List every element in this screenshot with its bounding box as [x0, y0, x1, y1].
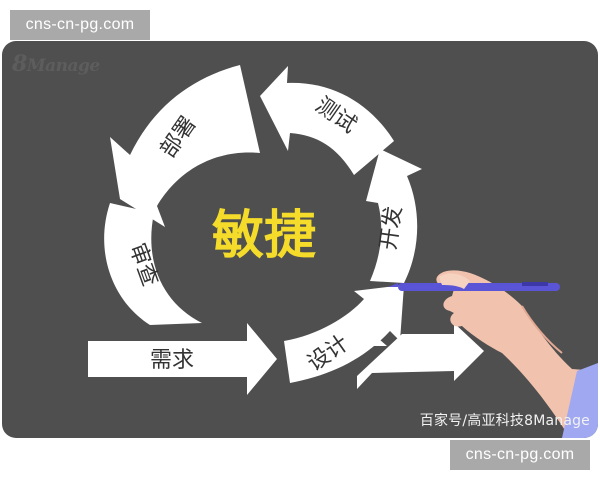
- deploy-arrow: 部署: [110, 65, 260, 227]
- output-arrow: [357, 323, 484, 389]
- requirements-arrow: 需求: [88, 323, 277, 395]
- 8manage-logo: 8Manage: [12, 51, 100, 77]
- develop-label: 开发: [376, 205, 407, 252]
- agile-center-label: 敏捷: [212, 206, 316, 266]
- agile-cycle-panel: 8Manage 部署 测试 开发 设计 审查 需求: [2, 41, 598, 438]
- source-caption: 百家号/高亚科技8Manage: [419, 413, 590, 429]
- develop-arrow: 开发: [366, 149, 422, 283]
- requirements-label: 需求: [150, 348, 194, 373]
- test-arrow: 测试: [260, 66, 394, 175]
- agile-cycle-diagram: 部署 测试 开发 设计 审查 需求: [88, 65, 598, 438]
- watermark-bottom: cns-cn-pg.com: [450, 440, 590, 470]
- watermark-top: cns-cn-pg.com: [10, 10, 150, 40]
- hand-with-pen-illustration: [388, 270, 598, 438]
- pen-icon: [398, 283, 560, 291]
- review-arrow: 审查: [104, 203, 202, 325]
